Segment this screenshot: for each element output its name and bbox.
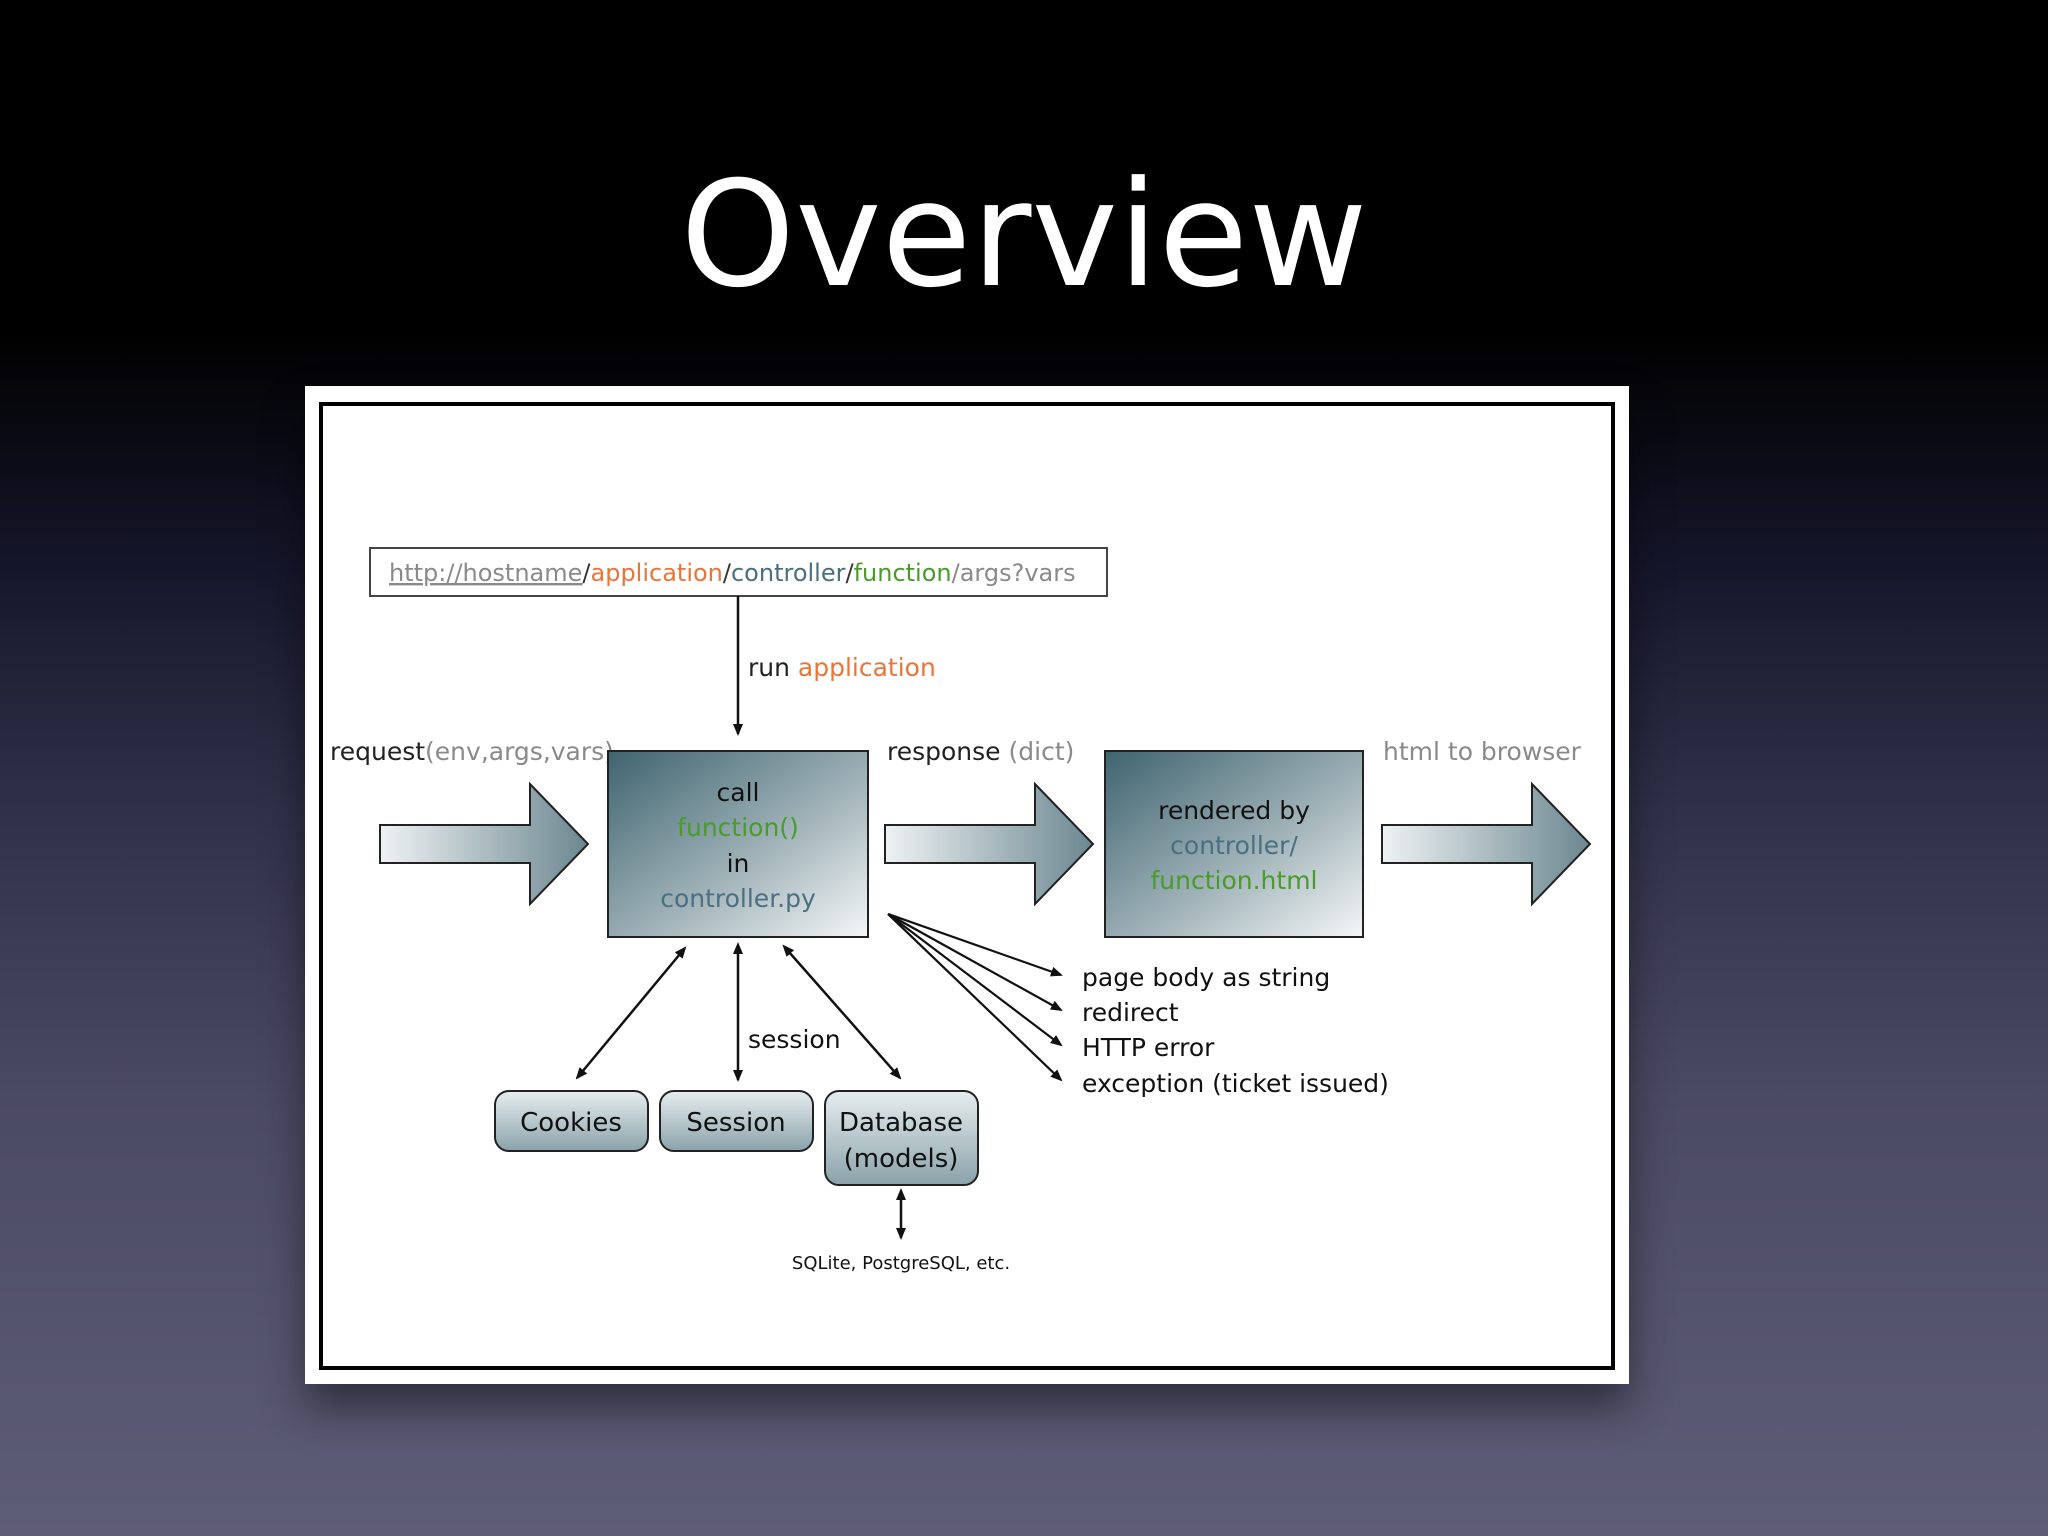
- request-label: request(env,args,vars): [330, 737, 614, 766]
- controller-box-line2: function(): [677, 813, 799, 842]
- database-arrow: [782, 944, 902, 1080]
- outcome-arrow-3: [887, 913, 1063, 1047]
- outcome-item: HTTP error: [1082, 1033, 1215, 1062]
- controller-box-line1: call: [717, 778, 760, 807]
- render-box-line2: controller/: [1170, 831, 1298, 860]
- render-box-line3: function.html: [1150, 866, 1317, 895]
- frame-border: [319, 402, 1615, 1370]
- outcome-item: redirect: [1082, 998, 1179, 1027]
- html-to-browser-label: html to browser: [1383, 737, 1582, 766]
- cookies-label: Cookies: [520, 1108, 622, 1138]
- controller-box-line4: controller.py: [660, 884, 816, 913]
- outcome-arrow-1: [887, 912, 1063, 977]
- outcome-item: exception (ticket issued): [1082, 1069, 1389, 1098]
- database-pill: [824, 1090, 979, 1186]
- controller-box: [607, 750, 869, 938]
- session-pill: [659, 1090, 814, 1152]
- render-box-line1: rendered by: [1158, 796, 1310, 825]
- request-arrow: [379, 781, 590, 907]
- slide-title: Overview: [680, 150, 1368, 320]
- run-application-label: run application: [748, 653, 936, 682]
- url-text: http://hostname/application/controller/f…: [389, 559, 1076, 587]
- diagram-frame: http://hostname/application/controller/f…: [305, 386, 1629, 1384]
- session-label: Session: [686, 1108, 785, 1138]
- cookies-pill: [494, 1090, 649, 1152]
- cookies-arrow: [575, 946, 687, 1080]
- database-label-line1: Database: [839, 1108, 963, 1138]
- render-box: [1104, 750, 1364, 938]
- controller-box-line3: in: [727, 849, 750, 878]
- sqlite-label: SQLite, PostgreSQL, etc.: [792, 1253, 1010, 1274]
- database-label-line2: (models): [844, 1144, 959, 1174]
- request-flow-diagram: http://hostname/application/controller/f…: [330, 547, 1592, 1274]
- outcome-arrow-2: [887, 913, 1063, 1011]
- response-label: response (dict): [887, 737, 1074, 766]
- session-arrow-label: session: [748, 1025, 841, 1054]
- outcome-item: page body as string: [1082, 963, 1330, 992]
- outcome-arrow-4: [887, 913, 1063, 1082]
- response-arrow: [884, 781, 1095, 907]
- browser-arrow: [1381, 781, 1592, 907]
